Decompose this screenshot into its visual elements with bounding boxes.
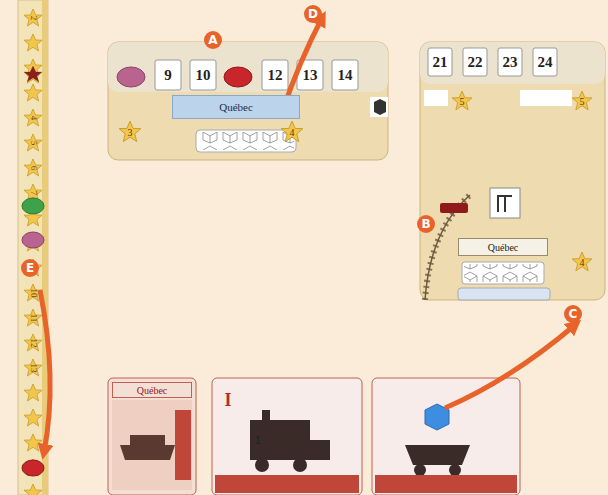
score-number: 10	[29, 289, 38, 298]
track-star	[24, 134, 42, 151]
city-banner: Québec	[172, 95, 300, 119]
card-title: Québec	[112, 382, 192, 398]
track-star	[24, 109, 42, 126]
card-value: 1	[255, 436, 261, 446]
callout-letter: D	[304, 5, 322, 23]
city-name: Québec	[137, 385, 168, 396]
score-number: 12	[29, 339, 38, 348]
city-name: Québec	[488, 242, 519, 253]
score-number: 6	[29, 166, 38, 171]
calendar-number: 14	[338, 68, 353, 83]
track-star	[24, 334, 42, 351]
callout-letter: B	[417, 215, 435, 233]
calendar-number: 13	[303, 68, 318, 83]
calendar-number: 12	[268, 68, 283, 83]
callout-letter: E	[21, 259, 39, 277]
star-value: 4	[290, 128, 295, 138]
calendar-number: 21	[433, 55, 448, 70]
calendar-number: 23	[503, 55, 518, 70]
star-value: 4	[580, 258, 585, 268]
track-star	[24, 484, 42, 495]
score-number: 5	[29, 141, 38, 146]
era-numeral: I	[224, 391, 231, 409]
track-star	[24, 359, 42, 376]
track-star	[24, 409, 42, 426]
calendar-number: 9	[164, 68, 172, 83]
callout-letter: C	[564, 305, 582, 323]
score-number: 2	[29, 16, 38, 21]
calendar-number: 10	[196, 68, 211, 83]
star-value: 3	[128, 128, 133, 138]
callout-letter: A	[204, 31, 222, 49]
track-star	[24, 9, 42, 26]
track-star	[24, 159, 42, 176]
score-number: 11	[29, 314, 38, 323]
score-number: 7	[29, 191, 38, 196]
calendar-number: 22	[468, 55, 483, 70]
score-number: 4	[29, 116, 38, 121]
track-star	[24, 434, 42, 451]
city-plaque: Québec	[458, 238, 548, 256]
track-star	[24, 34, 42, 51]
star-value: 5	[580, 97, 585, 107]
track-star	[24, 309, 42, 326]
track-star	[24, 84, 42, 101]
city-name: Québec	[219, 101, 253, 113]
calendar-number: 24	[538, 55, 553, 70]
score-number: 13	[29, 364, 38, 373]
star-value: 5	[460, 97, 465, 107]
track-star	[24, 384, 42, 401]
